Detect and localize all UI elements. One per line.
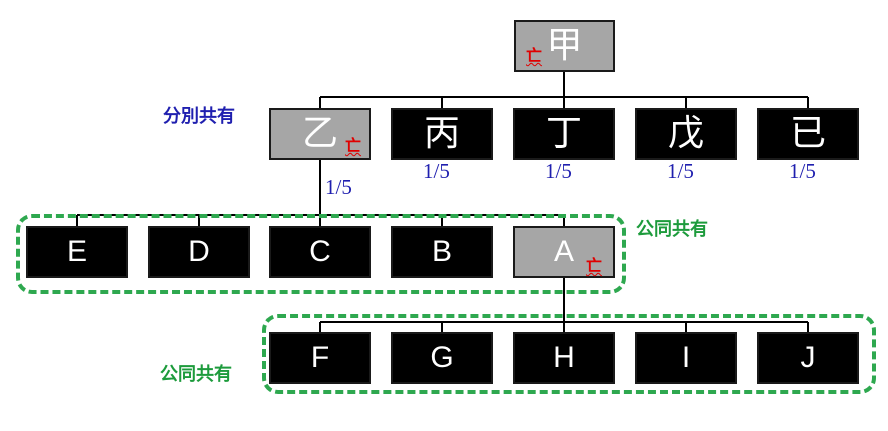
node-child-2-label: 丙 bbox=[423, 113, 460, 154]
node-yi-child-1-label: E bbox=[66, 235, 87, 268]
node-child-5-label: 已 bbox=[789, 113, 826, 154]
node-child-1-label: 乙 bbox=[301, 113, 338, 154]
node-yi-child-5-deceased-mark: 亡 bbox=[586, 256, 603, 275]
node-child-1-deceased-mark: 亡 bbox=[345, 136, 362, 155]
node-root: 甲 bbox=[514, 20, 615, 72]
node-root-deceased-mark: 亡 bbox=[526, 46, 543, 65]
share-child-2: 1/5 bbox=[423, 159, 450, 183]
node-child-3-label: 丁 bbox=[545, 113, 582, 154]
node-yi-child-5: A bbox=[513, 226, 615, 278]
share-yi-branch: 1/5 bbox=[325, 175, 352, 199]
share-child-4: 1/5 bbox=[667, 159, 694, 183]
node-yi-child-1: E bbox=[26, 226, 128, 278]
node-child-2: 丙 bbox=[391, 108, 493, 160]
joint-ownership-frame-lower bbox=[262, 314, 876, 394]
node-child-4-label: 戊 bbox=[667, 113, 704, 154]
node-child-1: 乙 bbox=[269, 108, 371, 160]
node-child-5: 已 bbox=[757, 108, 859, 160]
node-yi-child-2: D bbox=[148, 226, 250, 278]
share-child-3: 1/5 bbox=[545, 159, 572, 183]
joint-ownership-frame-upper bbox=[16, 214, 626, 294]
node-yi-child-2-label: D bbox=[188, 235, 210, 268]
node-child-4: 戊 bbox=[635, 108, 737, 160]
node-a-child-3-label: H bbox=[553, 341, 575, 374]
node-a-child-1-label: F bbox=[310, 341, 330, 374]
node-a-child-5: J bbox=[757, 332, 859, 384]
node-a-child-3: H bbox=[513, 332, 615, 384]
node-yi-child-3: C bbox=[269, 226, 371, 278]
node-yi-child-4-label: B bbox=[431, 235, 452, 268]
note-separate-ownership: 分別共有 bbox=[163, 106, 235, 127]
node-yi-child-5-label: A bbox=[553, 235, 574, 268]
node-a-child-5-label: J bbox=[800, 341, 816, 374]
node-yi-child-3-label: C bbox=[309, 235, 331, 268]
node-a-child-2-label: G bbox=[430, 341, 454, 374]
node-yi-child-4: B bbox=[391, 226, 493, 278]
note-joint-ownership-upper: 公同共有 bbox=[636, 219, 708, 240]
node-a-child-2: G bbox=[391, 332, 493, 384]
node-child-3: 丁 bbox=[513, 108, 615, 160]
note-joint-ownership-lower: 公同共有 bbox=[160, 364, 232, 385]
node-root-label: 甲 bbox=[546, 25, 583, 66]
node-a-child-1: F bbox=[269, 332, 371, 384]
node-a-child-4: I bbox=[635, 332, 737, 384]
share-child-5: 1/5 bbox=[789, 159, 816, 183]
node-a-child-4-label: I bbox=[681, 341, 691, 374]
